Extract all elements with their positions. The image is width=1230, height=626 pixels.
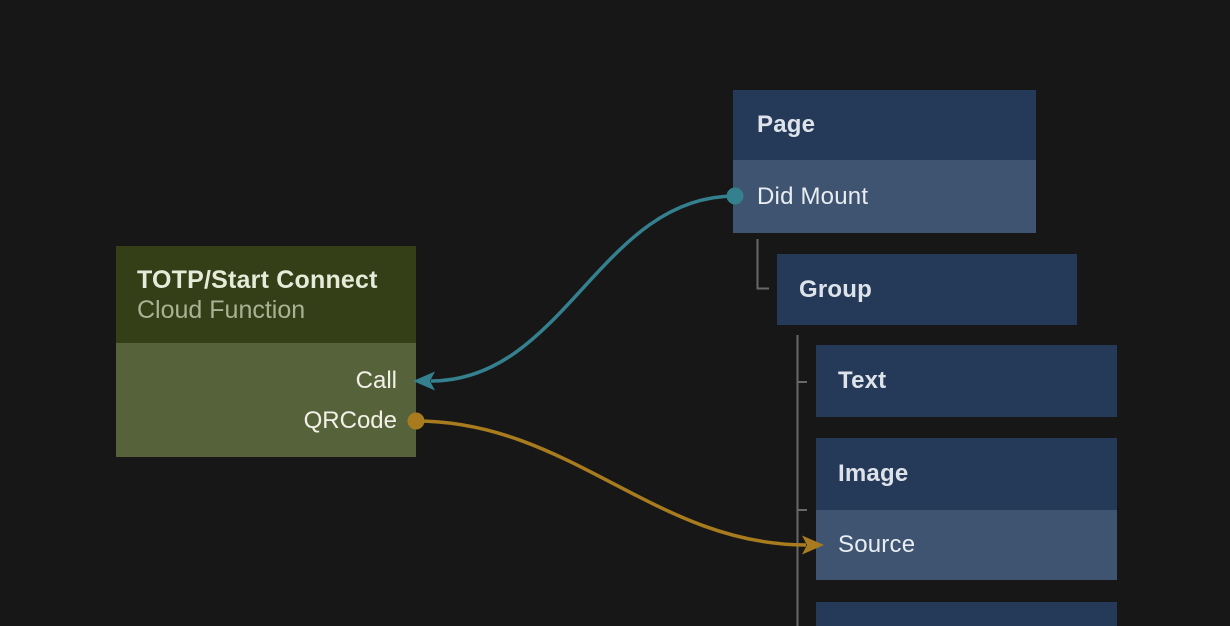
edge-arrowhead-call	[413, 371, 435, 391]
node-image[interactable]: Image Source	[816, 438, 1117, 580]
tree-connector-group-children	[796, 335, 807, 626]
cloud-function-title: TOTP/Start Connect	[137, 265, 378, 294]
node-cloud-function[interactable]: TOTP/Start Connect Cloud Function Call Q…	[116, 246, 416, 457]
group-title: Group	[799, 275, 872, 303]
node-text[interactable]: Text	[816, 345, 1117, 417]
source-label: Source	[838, 531, 916, 558]
node-group[interactable]: Group	[777, 254, 1077, 325]
output-call[interactable]: Call	[355, 367, 397, 394]
edge-did-mount-to-call[interactable]	[413, 187, 744, 391]
cloud-function-body: Call QRCode	[116, 343, 416, 457]
image-title: Image	[838, 460, 909, 487]
page-header[interactable]: Page	[733, 90, 1036, 160]
tree-connector-page-to-group	[756, 239, 769, 290]
page-row-did-mount[interactable]: Did Mount	[733, 160, 1036, 233]
edge-qrcode-to-source-wire[interactable]	[415, 419, 807, 547]
image-header[interactable]: Image	[816, 438, 1117, 510]
cloud-function-subtitle: Cloud Function	[137, 295, 306, 324]
group-header[interactable]: Group	[777, 254, 1077, 325]
node-page[interactable]: Page Did Mount	[733, 90, 1036, 233]
page-title: Page	[757, 111, 816, 138]
output-qrcode[interactable]: QRCode	[303, 407, 397, 434]
image-row-source[interactable]: Source	[816, 510, 1117, 580]
node-partial-bottom[interactable]	[816, 602, 1117, 626]
text-header[interactable]: Text	[816, 345, 1117, 417]
cloud-function-header[interactable]: TOTP/Start Connect Cloud Function	[116, 246, 416, 343]
edge-qrcode-to-source[interactable]	[407, 412, 825, 555]
text-title: Text	[838, 367, 887, 394]
edge-did-mount-to-call-wire[interactable]	[430, 194, 736, 383]
did-mount-label: Did Mount	[757, 182, 869, 210]
